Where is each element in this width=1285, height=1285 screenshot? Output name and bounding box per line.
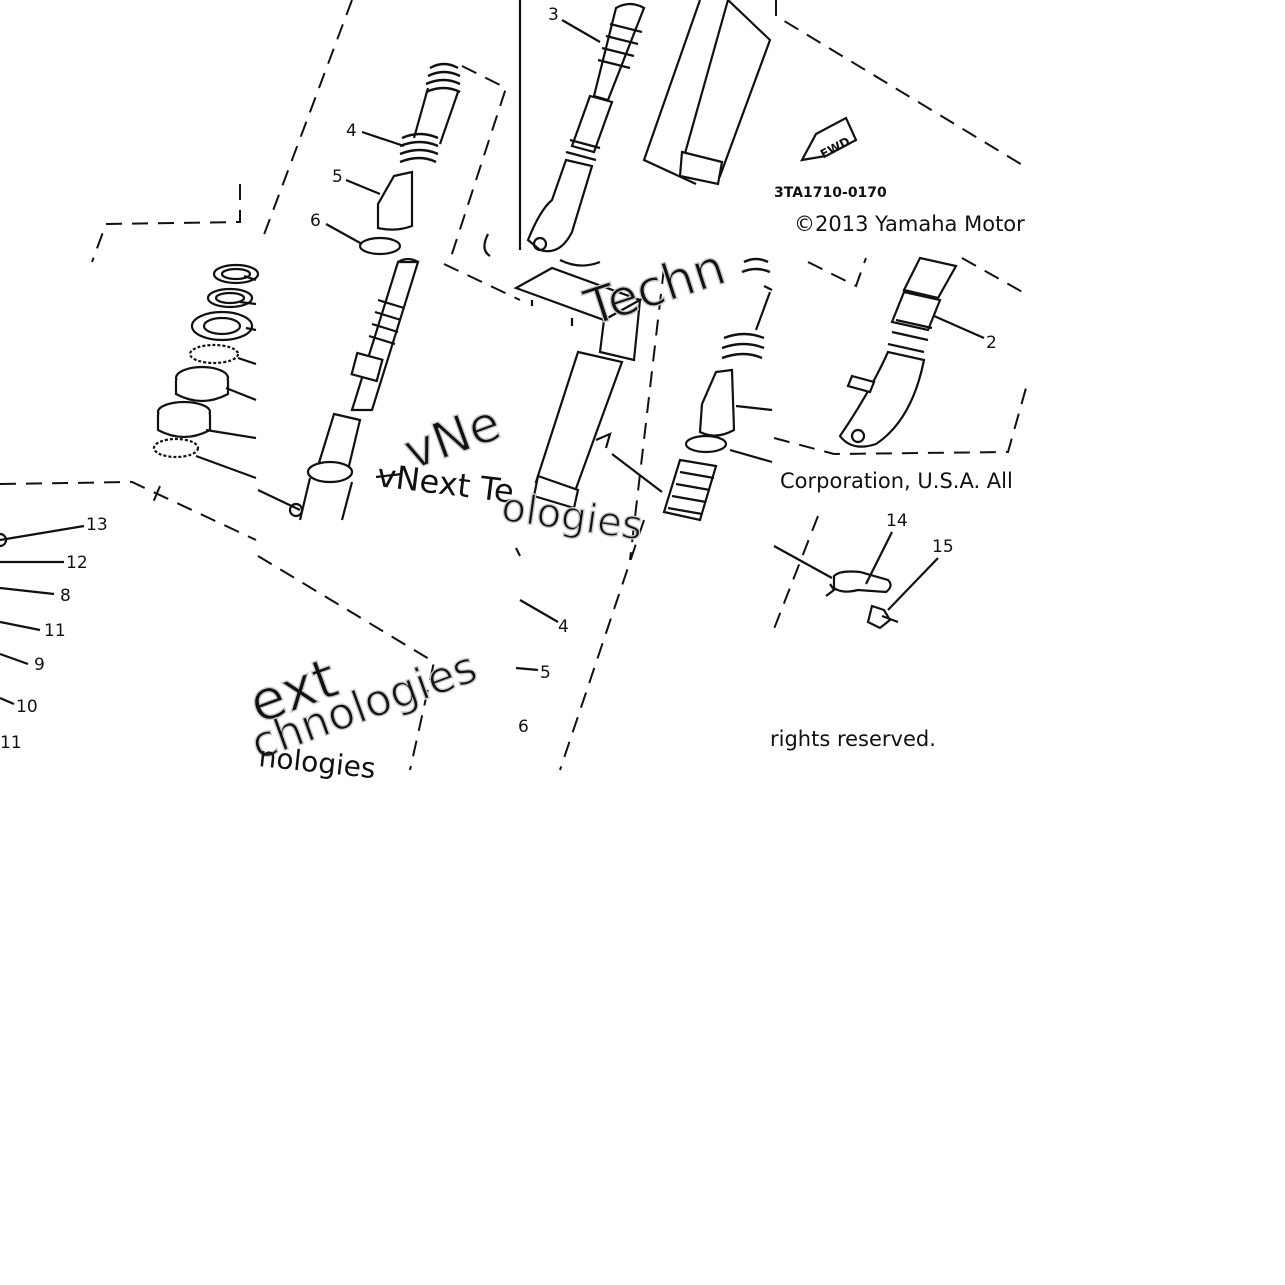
collar-right	[698, 368, 736, 437]
svg-text:Techn: Techn	[577, 238, 733, 338]
callout-6a: 6	[310, 211, 363, 245]
svg-text:15: 15	[932, 537, 954, 557]
fork-bracket	[513, 266, 643, 362]
callout-13: 13	[86, 515, 108, 535]
callout-5a: 5	[332, 167, 381, 196]
callout-12: 12	[66, 553, 88, 573]
tile-lower-left	[257, 489, 436, 771]
bolt	[866, 604, 899, 630]
spacer-collar	[376, 170, 414, 231]
callout-2: 2	[933, 314, 997, 353]
tile-top-right: 3 FWD 3TA1710-0170 ©2013 Yamaha Motor	[518, 0, 1025, 267]
svg-text:vNe: vNe	[396, 393, 508, 481]
inner-tube	[298, 257, 420, 521]
tile-center	[443, 233, 665, 561]
svg-text:ologies: ologies	[499, 484, 646, 549]
copyright-line-3: rights reserved.	[770, 727, 936, 751]
fork-leg-2	[838, 256, 958, 448]
svg-text:5: 5	[332, 167, 343, 187]
fwd-arrow-icon: FWD	[799, 116, 858, 162]
svg-text:4: 4	[346, 121, 357, 141]
o-ring	[358, 236, 402, 256]
svg-text:nologies: nologies	[257, 740, 377, 785]
callout-11a: 11	[44, 621, 66, 641]
callout-9: 9	[34, 655, 45, 675]
svg-text:6: 6	[310, 211, 321, 231]
tile-lower-center: 4 5 6	[515, 519, 645, 771]
callout-4a: 4	[346, 121, 405, 148]
diagram-code: 3TA1710-0170	[774, 185, 887, 201]
outer-tube-center	[532, 350, 624, 510]
svg-text:3: 3	[548, 5, 559, 25]
copyright-line-2: Corporation, U.S.A. All	[780, 469, 1013, 493]
callout-11b: 11	[0, 733, 22, 753]
o-ring-right	[684, 434, 728, 454]
callout-10: 10	[16, 697, 38, 717]
tile-top-center: 4 5 6	[261, 0, 508, 521]
steering-bearing-stack	[152, 263, 260, 459]
brake-hose-clip	[825, 570, 892, 597]
outer-tube-right	[642, 0, 772, 186]
fork-tube-upper	[526, 2, 646, 267]
copyright-line-1: ©2013 Yamaha Motor	[794, 212, 1025, 236]
tile-lower-right: 14 15 rights reserved.	[770, 511, 954, 751]
tile-right: 2 Corporation, U.S.A. All	[773, 256, 1027, 493]
svg-text:2: 2	[986, 333, 997, 353]
callout-8: 8	[60, 586, 71, 606]
callout-3: 3	[548, 5, 601, 43]
fork-spring	[399, 62, 461, 164]
tile-center-right	[662, 257, 773, 522]
callout-14: 14	[865, 511, 908, 585]
callout-15: 15	[887, 537, 954, 611]
tile-left: 13 12 8 11 9 10 11	[0, 184, 260, 753]
dust-boot	[662, 458, 718, 522]
callout-5b: 5	[540, 663, 551, 683]
callout-4b: 4	[558, 617, 569, 637]
svg-text:14: 14	[886, 511, 908, 531]
callout-6b: 6	[518, 717, 529, 737]
